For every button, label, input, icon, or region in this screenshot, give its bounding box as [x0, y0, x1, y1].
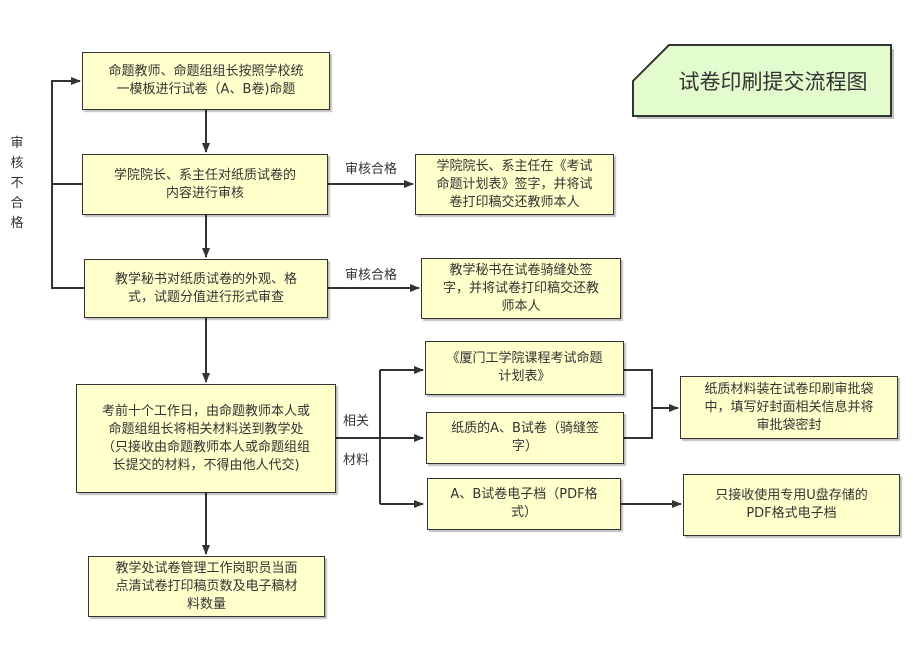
diagram-title: 试卷印刷提交流程图	[678, 70, 868, 94]
step-usb-only: 只接收使用专用U盘存储的 PDF格式电子档	[683, 474, 900, 536]
material-electronic-exam: A、B试卷电子档（PDF格 式）	[427, 478, 621, 530]
step-content-review: 学院院长、系主任对纸质试卷的 内容进行审核	[82, 154, 328, 215]
step-seal-envelope: 纸质材料装在试卷印刷审批袋 中，填写好封面相关信息并将 审批袋密封	[680, 376, 898, 439]
step-secretary-sign: 教学秘书在试卷骑缝处签 字，并将试卷打印稿交还教 师本人	[421, 258, 621, 319]
materials-label-bottom: 材料	[343, 453, 370, 468]
materials-label-top: 相关	[343, 414, 370, 429]
step-format-review: 教学秘书对纸质试卷的外观、格 式，试题分值进行形式审查	[84, 259, 328, 318]
approve-label-2: 审核合格	[345, 268, 398, 283]
reject-label-char: 核	[10, 156, 24, 171]
reject-label-char: 格	[10, 216, 24, 231]
step-dean-sign: 学院院长、系主任在《考试 命题计划表》签字，并将试 卷打印稿交还教师本人	[415, 154, 614, 215]
material-paper-exam: 纸质的A、B试卷（骑缝签 字）	[426, 412, 624, 464]
step-verify-count: 教学处试卷管理工作岗职员当面 点清试卷打印稿页数及电子稿材 料数量	[88, 556, 325, 617]
step-compose-exam: 命题教师、命题组组长按照学校统 一模板进行试卷（A、B卷)命题	[82, 52, 330, 110]
reject-label-char: 不	[10, 176, 24, 191]
reject-label-char: 合	[10, 196, 24, 211]
merge-m1	[624, 369, 653, 439]
step-submit-materials: 考前十个工作日，由命题教师本人或 命题组组长将相关材料送到教学处 （只接收由命题…	[76, 384, 336, 493]
reject-label: 审 核 不 合 格	[9, 134, 25, 234]
material-plan-form: 《厦门工学院课程考试命题 计划表》	[425, 341, 624, 395]
approve-label-1: 审核合格	[345, 162, 398, 177]
diagram-title-shape: 试卷印刷提交流程图	[631, 43, 895, 119]
reject-label-char: 审	[10, 136, 24, 151]
